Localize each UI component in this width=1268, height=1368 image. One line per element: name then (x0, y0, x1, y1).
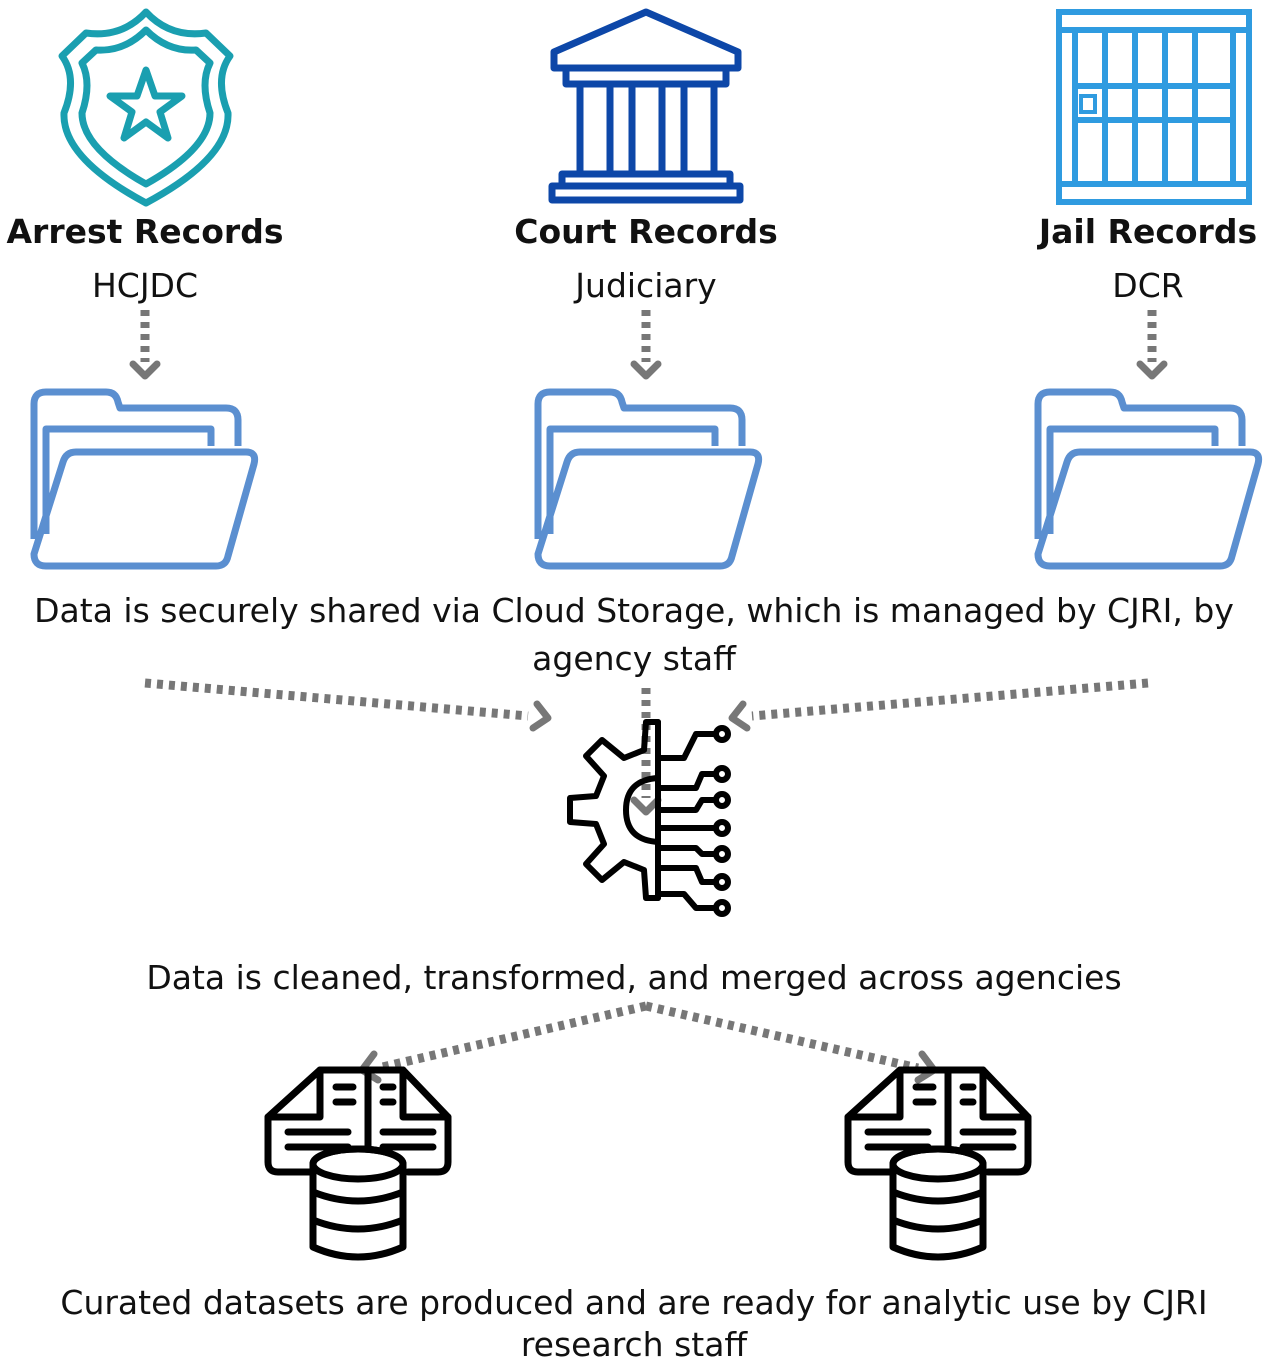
dataset-icon-left (268, 1070, 448, 1257)
curated-caption-line1: Curated datasets are produced and are re… (60, 1283, 1208, 1322)
courthouse-icon (548, 8, 744, 204)
source-agency-jail: DCR (1112, 266, 1184, 305)
folder-icon-jail (1038, 392, 1259, 566)
processed-caption: Data is cleaned, transformed, and merged… (146, 958, 1122, 997)
source-agency-arrest: HCJDC (91, 266, 199, 305)
curated-caption-line2: research staff (520, 1325, 748, 1364)
shared-caption-line2: agency staff (532, 639, 736, 678)
shared-caption-line1: Data is securely shared via Cloud Storag… (34, 591, 1234, 630)
source-title-jail: Jail Records (1038, 212, 1258, 251)
police-badge-icon (58, 8, 234, 207)
source-agency-court: Judiciary (575, 266, 717, 305)
folder-icon-court (538, 392, 759, 566)
source-title-court: Court Records (514, 212, 778, 251)
gear-circuit-icon (567, 719, 731, 917)
dataset-icon-right (848, 1070, 1028, 1257)
jail-cell-icon (1056, 9, 1252, 205)
source-title-arrest: Arrest Records (6, 212, 284, 251)
folder-icon-arrest (34, 392, 255, 566)
